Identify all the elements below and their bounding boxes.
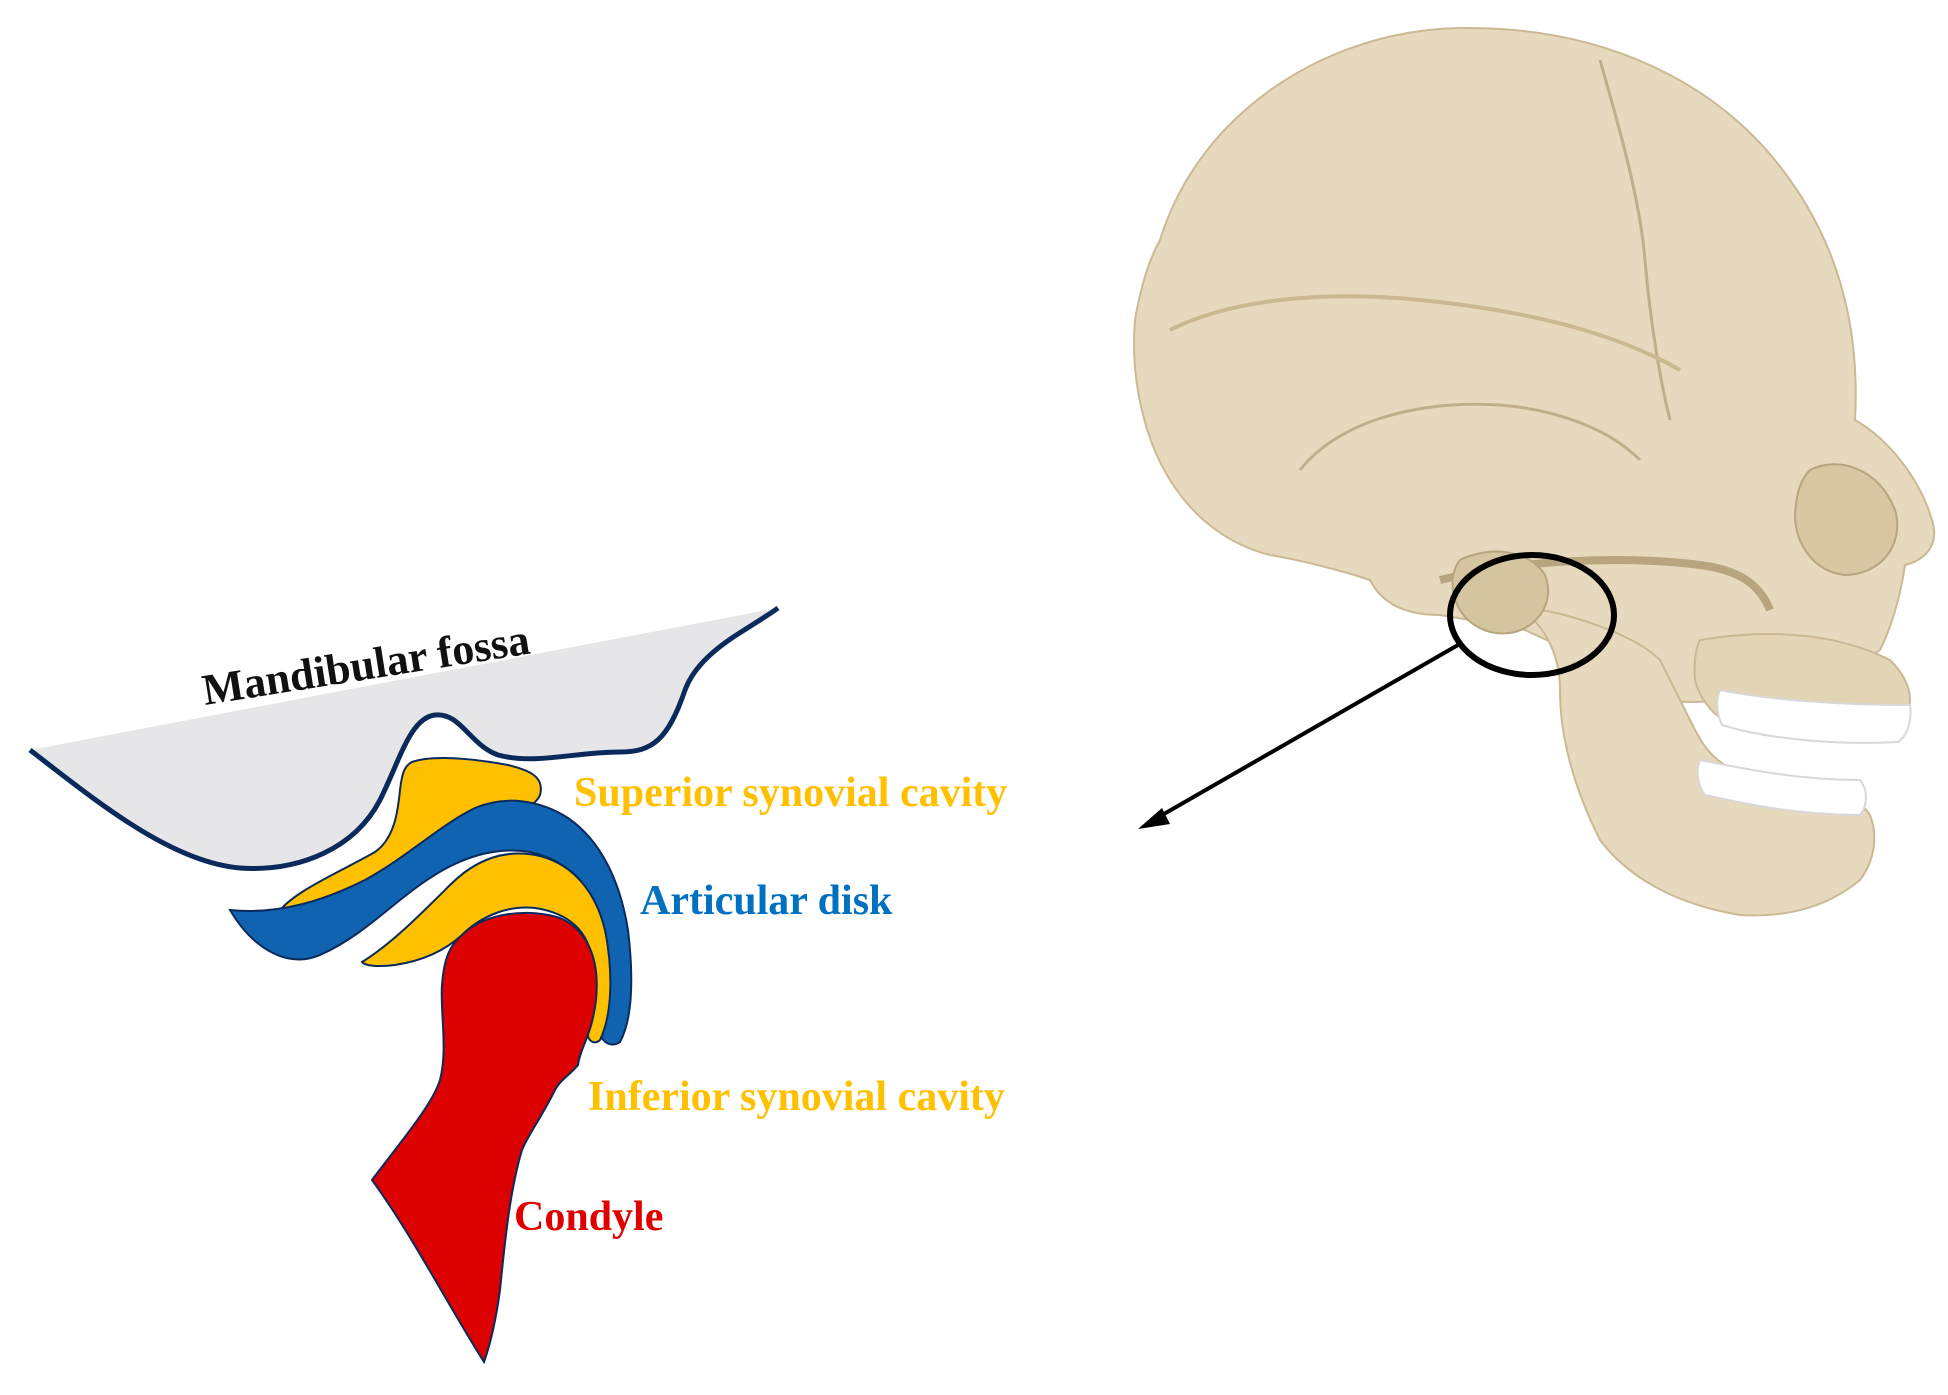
- label-superior-synovial-cavity: Superior synovial cavity: [574, 770, 1007, 816]
- tmj-callout-circle: [1447, 552, 1617, 678]
- callout-arrow: [1138, 643, 1459, 829]
- tmj-cross-section: [28, 605, 780, 1365]
- skull-temporal-line: [1169, 294, 1681, 372]
- label-inferior-synovial-cavity: Inferior synovial cavity: [588, 1074, 1005, 1120]
- skull-mastoid: [1451, 550, 1550, 635]
- callout-arrow-head: [1138, 808, 1170, 829]
- skull-orbit: [1793, 463, 1899, 577]
- skull-lower-teeth: [1696, 758, 1867, 817]
- skull-mandible: [1516, 608, 1876, 917]
- skull-suture-coronal: [1598, 59, 1672, 421]
- mandibular-fossa-outline: [28, 605, 780, 871]
- condyle-shape: [370, 911, 598, 1365]
- skull-squamosal-suture: [1298, 402, 1642, 471]
- callout-arrow-line: [1149, 643, 1459, 824]
- label-condyle: Condyle: [514, 1194, 663, 1240]
- articular-disk-shape: [228, 799, 633, 1046]
- skull-illustration: [1133, 26, 1936, 917]
- label-articular-disk: Articular disk: [640, 878, 893, 924]
- mandibular-fossa-shape: [30, 608, 778, 869]
- skull-upper-teeth: [1716, 688, 1912, 744]
